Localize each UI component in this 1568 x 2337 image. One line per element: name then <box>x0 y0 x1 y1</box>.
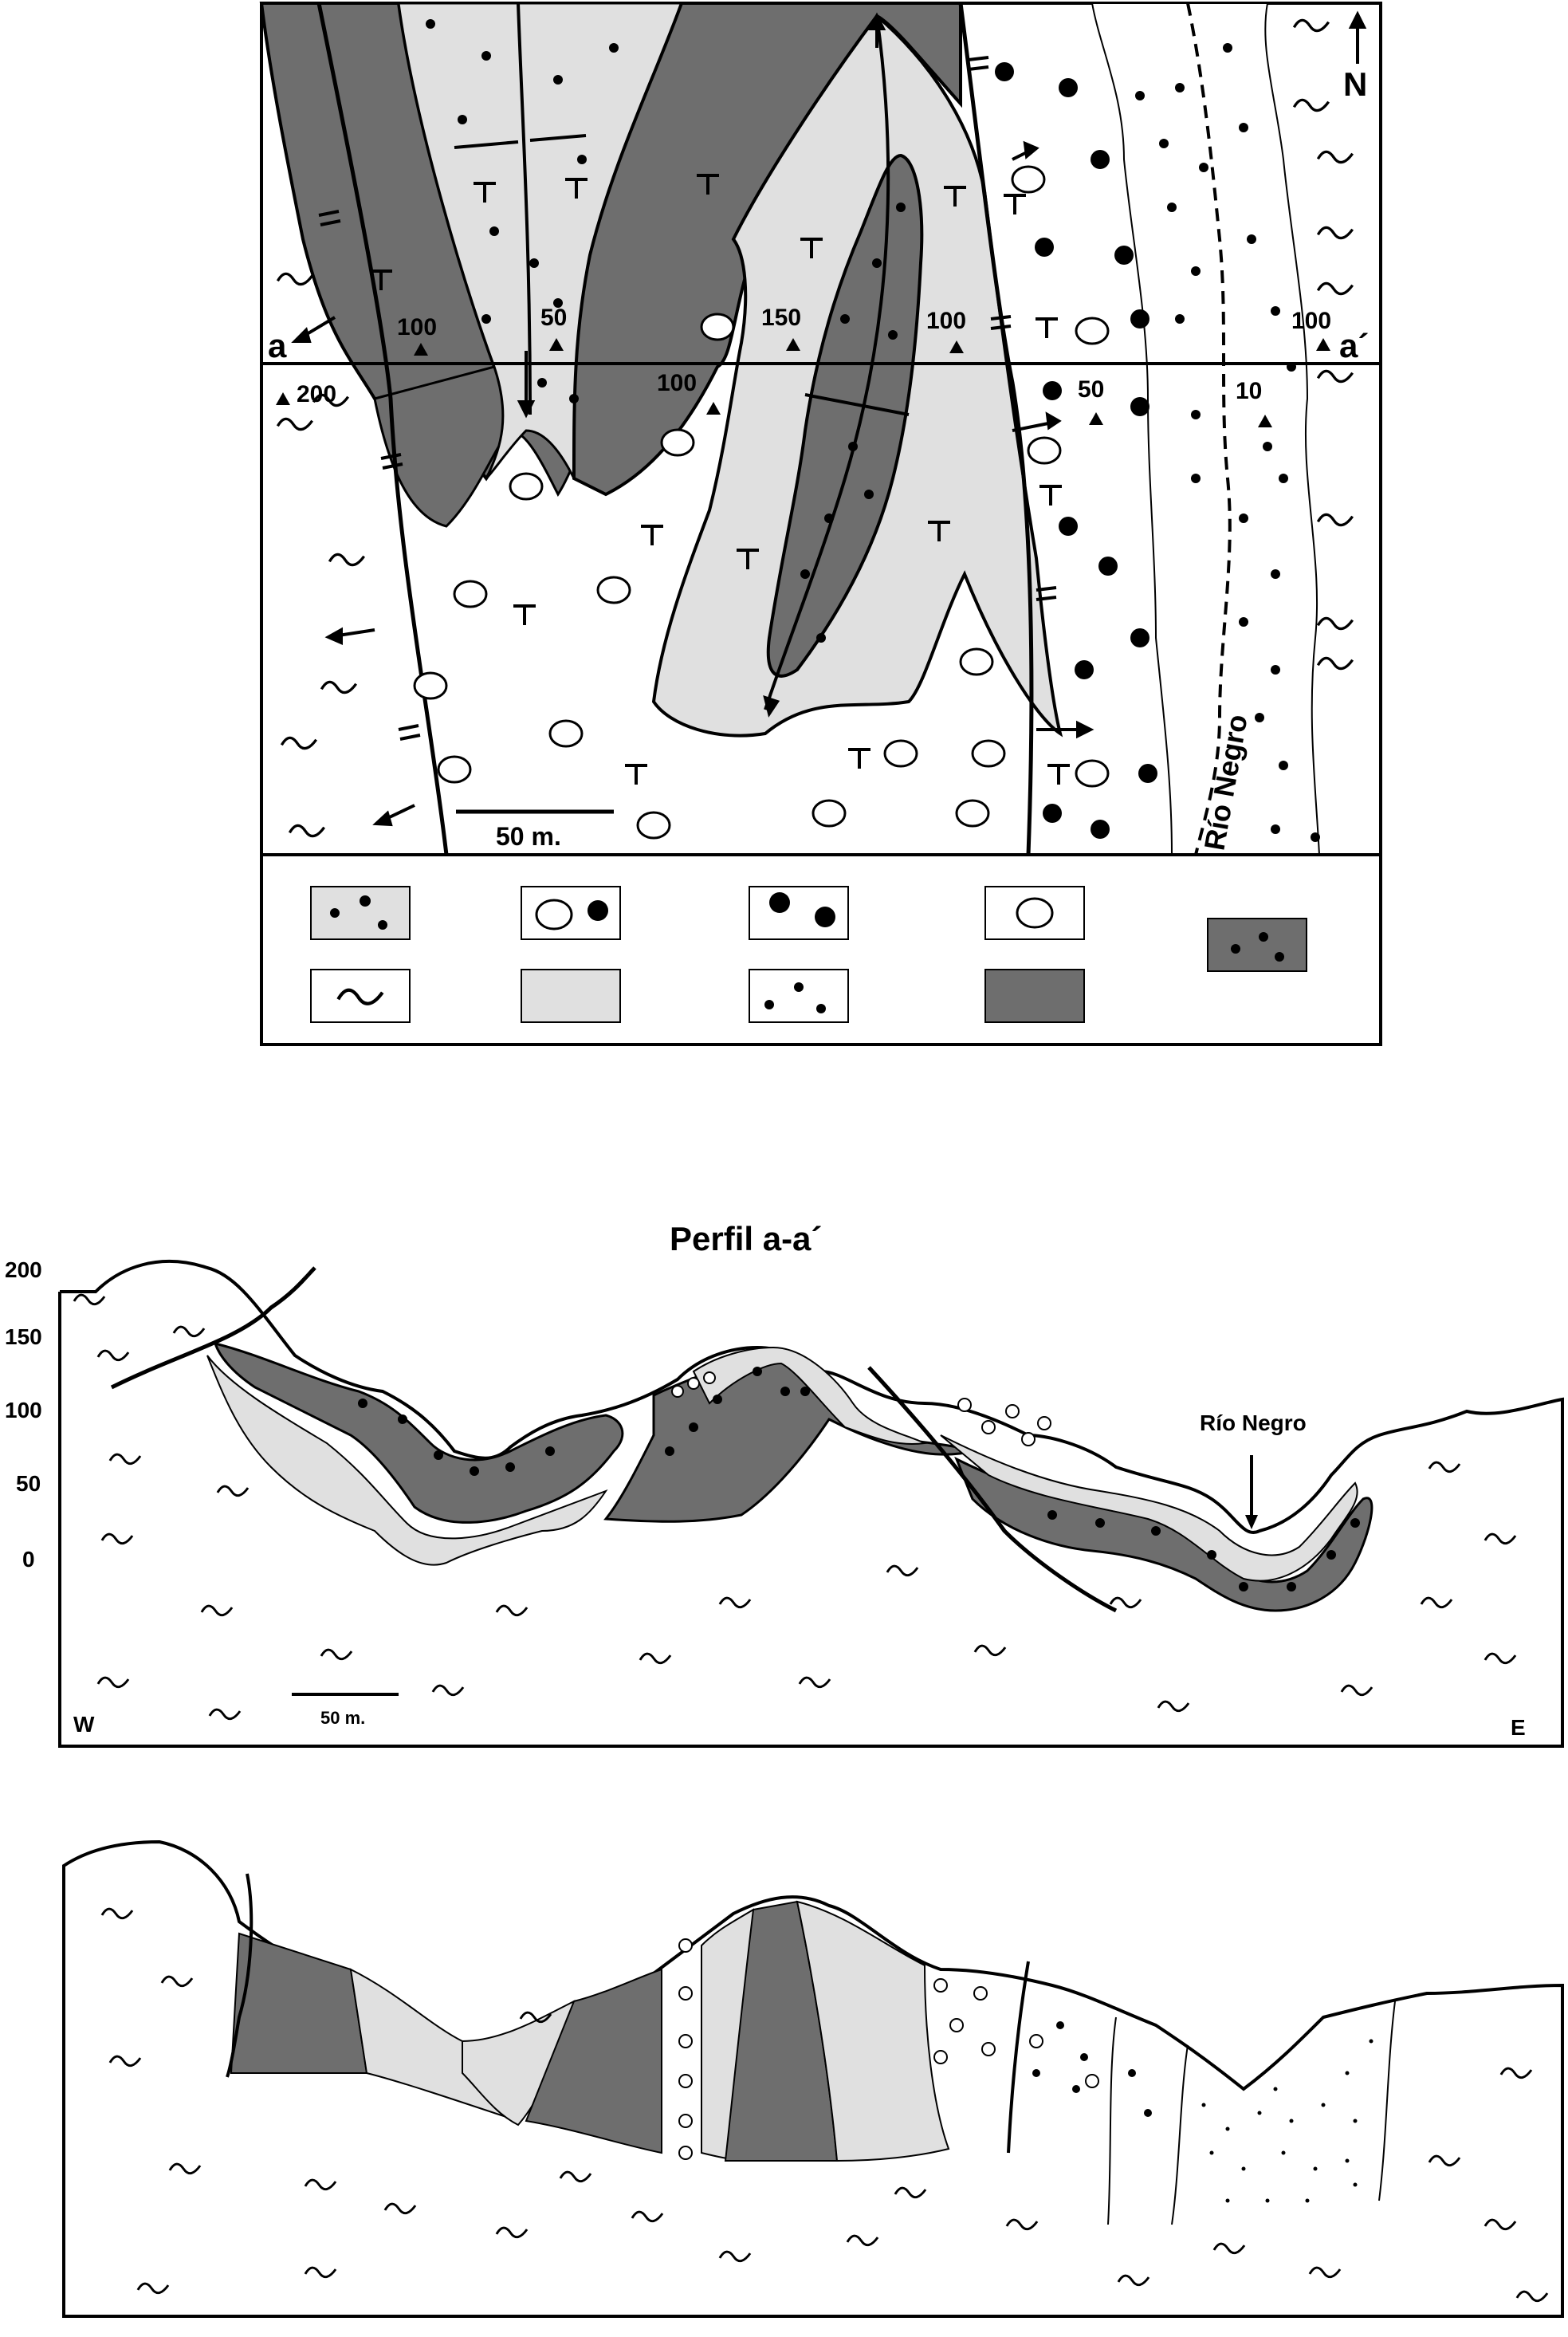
profile-east-label: E <box>1511 1715 1526 1740</box>
river-dashed-line <box>1186 2 1232 856</box>
y-tick-50: 50 <box>16 1471 41 1496</box>
dots-north <box>426 19 906 643</box>
profile-east-light <box>940 1434 1358 1582</box>
lower-open-pebbles <box>678 1938 1099 2160</box>
black-gravels-east <box>995 62 1157 839</box>
y-tick-0: 0 <box>22 1547 35 1572</box>
lower-boundary-2 <box>1171 2044 1189 2225</box>
profile-section: Perfil a-a´ <box>5 1220 1564 1748</box>
profile-open-pebbles <box>671 1371 1051 1446</box>
elev-label-4: 100 <box>926 308 966 334</box>
y-tick-150: 150 <box>5 1324 42 1349</box>
legend-dark-gray <box>984 969 1085 1023</box>
legend-fine-dots <box>749 969 849 1023</box>
map-scale-label: 50 m. <box>496 822 561 851</box>
profile-scale-label: 50 m. <box>320 1708 365 1728</box>
profile-dark-band-left <box>213 1341 624 1524</box>
legend-dark-dotted <box>1207 918 1307 972</box>
lower-fault-east <box>1007 1961 1030 2154</box>
y-tick-200: 200 <box>5 1257 42 1282</box>
y-tick-100: 100 <box>5 1398 42 1422</box>
profile-dots <box>358 1367 1360 1591</box>
geologic-map: a a´ N 100 50 150 100 100 200 100 50 10 … <box>259 2 1382 1046</box>
lower-black-dots <box>1032 2021 1152 2117</box>
elev-label-7: 100 <box>657 370 697 396</box>
elev-label-6: 200 <box>297 381 336 407</box>
elev-label-5: 100 <box>1291 308 1331 334</box>
profile-river-arrowhead <box>1245 1515 1258 1529</box>
legend <box>310 886 1307 1023</box>
elev-label-9: 10 <box>1236 378 1262 404</box>
lower-fault-west <box>226 1873 253 2078</box>
elev-label-8: 50 <box>1078 376 1104 403</box>
profile-fault-east <box>867 1366 1118 1613</box>
dots-river <box>1135 43 1320 842</box>
lower-section <box>62 1839 1564 2318</box>
profile-light-band-left <box>206 1355 608 1566</box>
lower-boundary-1 <box>1107 2016 1117 2225</box>
elev-label-2: 50 <box>540 305 567 331</box>
fold-axis-syncline <box>517 2 532 415</box>
legend-basement <box>310 969 411 1023</box>
lower-light-4 <box>796 1900 950 2162</box>
fault-east <box>958 2 1034 856</box>
north-label: N <box>1343 65 1367 103</box>
fault-ticks <box>318 56 1057 741</box>
flow-arrows <box>291 10 1367 827</box>
profile-end-label: a´ <box>1339 327 1369 364</box>
elev-label-1: 100 <box>397 314 437 340</box>
open-pebbles <box>413 165 1110 840</box>
legend-light-gray <box>521 969 621 1023</box>
profile-river-label: Río Negro <box>1200 1410 1307 1435</box>
profile-light-band-center <box>692 1346 928 1445</box>
profile-fault-west <box>110 1266 316 1390</box>
lower-boundary-3 <box>1378 2001 1396 2201</box>
fold-axis-anticline <box>764 15 890 710</box>
fault-west <box>316 2 449 856</box>
elev-label-3: 150 <box>761 305 801 331</box>
profile-title: Perfil a-a´ <box>670 1220 822 1257</box>
lower-fine-dots <box>1201 2039 1373 2203</box>
profile-start-label: a <box>268 327 287 364</box>
legend-light-dotted <box>310 886 411 940</box>
lower-dark-2 <box>525 1968 662 2154</box>
profile-west-label: W <box>73 1712 95 1737</box>
